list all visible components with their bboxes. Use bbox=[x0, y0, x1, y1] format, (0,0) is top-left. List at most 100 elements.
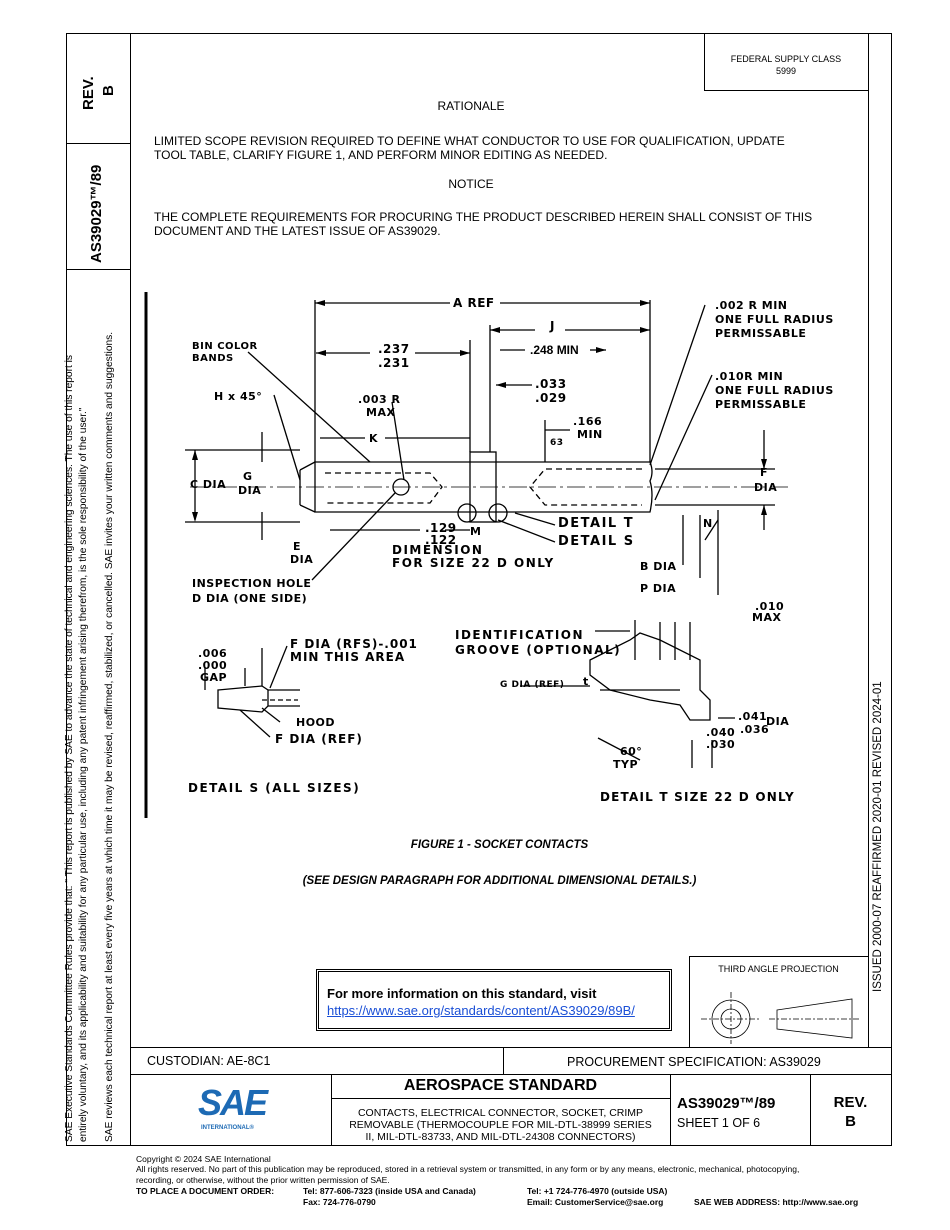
rationale-heading: RATIONALE bbox=[437, 99, 505, 113]
dim-122: .122 bbox=[425, 533, 457, 547]
dim-030: .030 bbox=[706, 738, 736, 751]
notice-line1: THE COMPLETE REQUIREMENTS FOR PROCURING … bbox=[154, 210, 813, 224]
note-003r-2: MAX bbox=[366, 406, 396, 419]
dim-006: .006 bbox=[198, 647, 228, 660]
dim-010-max-label: MAX bbox=[752, 611, 782, 624]
sae-logo-subtitle: INTERNATIONAL® bbox=[201, 1125, 254, 1131]
dim-g: G bbox=[243, 470, 253, 483]
copyright: Copyright © 2024 SAE International bbox=[136, 1154, 271, 1164]
dim-033: .033 bbox=[535, 377, 567, 391]
doc-title-line2: REMOVABLE (THERMOCOUPLE FOR MIL-DTL-3899… bbox=[349, 1119, 652, 1131]
dim-237: .237 bbox=[378, 342, 410, 356]
note-inspection-hole: INSPECTION HOLE bbox=[192, 577, 312, 590]
rationale-line2: TOOL TABLE, CLARIFY FIGURE 1, AND PERFOR… bbox=[154, 148, 608, 162]
label-detail-t-size-22d: DETAIL T SIZE 22 D ONLY bbox=[600, 790, 795, 804]
dim-000: .000 bbox=[198, 659, 228, 672]
dim-f: F bbox=[760, 466, 769, 479]
dim-h45: H x 45° bbox=[214, 390, 263, 403]
note-002r-3: PERMISSABLE bbox=[715, 327, 807, 340]
dim-g-dia: DIA bbox=[238, 484, 262, 497]
note-002r-2: ONE FULL RADIUS bbox=[715, 313, 834, 326]
surface-63: 63 bbox=[550, 438, 564, 448]
dim-j: J bbox=[550, 319, 555, 333]
figure-caption: FIGURE 1 - SOCKET CONTACTS bbox=[410, 839, 589, 851]
dim-231: .231 bbox=[378, 356, 410, 370]
info-box bbox=[316, 969, 672, 1031]
standard-link[interactable]: https://www.sae.org/standards/content/AS… bbox=[327, 1003, 635, 1018]
dim-041: .041 bbox=[738, 710, 768, 723]
note-bin-color-1: BIN COLOR bbox=[192, 341, 258, 352]
federal-supply-class-value: 5999 bbox=[775, 66, 797, 76]
sheet-number: SHEET 1 OF 6 bbox=[677, 1116, 761, 1130]
dim-248-min: .248 MIN bbox=[530, 343, 579, 357]
dim-036: .036 bbox=[740, 723, 770, 736]
dim-c-dia: C DIA bbox=[190, 478, 227, 491]
projection-box bbox=[689, 956, 869, 1048]
standard-type: AEROSPACE STANDARD bbox=[403, 1077, 598, 1094]
dim-p-dia: P DIA bbox=[640, 582, 677, 595]
doc-title-line3: II, MIL-DTL-83733, AND MIL-DTL-24308 CON… bbox=[365, 1131, 636, 1143]
note-002r-1: .002 R MIN bbox=[715, 299, 788, 312]
dim-e: E bbox=[293, 540, 302, 553]
note-f-dia-ref: F DIA (REF) bbox=[275, 732, 363, 746]
note-010r-2: ONE FULL RADIUS bbox=[715, 384, 834, 397]
label-detail-s-all-sizes: DETAIL S (ALL SIZES) bbox=[188, 781, 361, 795]
rev-label: REV. bbox=[833, 1094, 868, 1111]
dim-gap: GAP bbox=[200, 671, 228, 684]
custodian: CUSTODIAN: AE-8C1 bbox=[147, 1054, 271, 1068]
note-f-dia-rfs: F DIA (RFS)-.001 bbox=[290, 637, 418, 651]
info-box-heading: For more information on this standard, v… bbox=[327, 986, 597, 1001]
rationale-line1: LIMITED SCOPE REVISION REQUIRED TO DEFIN… bbox=[154, 134, 785, 148]
fax: Fax: 724-776-0790 bbox=[303, 1197, 376, 1207]
dim-60-deg: 60° bbox=[620, 745, 643, 758]
projection-label: THIRD ANGLE PROJECTION bbox=[718, 964, 839, 974]
notice-line2: DOCUMENT AND THE LATEST ISSUE OF AS39029… bbox=[154, 224, 441, 238]
tel-usa: Tel: 877-606-7323 (inside USA and Canada… bbox=[303, 1186, 476, 1196]
note-bin-color-2: BANDS bbox=[192, 353, 234, 364]
rev-value: B bbox=[845, 1113, 856, 1130]
sae-logo: SAE INTERNATIONAL® bbox=[195, 1082, 275, 1136]
sae-web-address: SAE WEB ADDRESS: http://www.sae.org bbox=[694, 1197, 859, 1207]
socket-contact-drawing bbox=[144, 292, 790, 818]
notice-heading: NOTICE bbox=[448, 177, 494, 191]
procurement-spec: PROCUREMENT SPECIFICATION: AS39029 bbox=[567, 1055, 821, 1069]
dim-t: t bbox=[583, 675, 589, 688]
tel-outside-usa: Tel: +1 724-776-4970 (outside USA) bbox=[527, 1186, 668, 1196]
dim-029: .029 bbox=[535, 391, 567, 405]
dim-n: N bbox=[703, 517, 713, 530]
note-010r-1: .010R MIN bbox=[715, 370, 784, 383]
dim-f-dia: DIA bbox=[754, 481, 778, 494]
customer-email: Email: CustomerService@sae.org bbox=[527, 1197, 664, 1207]
dim-040: .040 bbox=[706, 726, 736, 739]
note-groove-optional: GROOVE (OPTIONAL) bbox=[455, 643, 622, 657]
note-size-22d: FOR SIZE 22 D ONLY bbox=[392, 556, 555, 570]
federal-supply-class-box bbox=[704, 33, 869, 91]
dim-b-dia: B DIA bbox=[640, 560, 677, 573]
dim-a-ref: A REF bbox=[453, 296, 495, 310]
dim-m: M bbox=[470, 525, 482, 538]
rights-line2: recording, or otherwise, without the pri… bbox=[136, 1175, 390, 1185]
dim-k: K bbox=[369, 432, 379, 445]
dim-166: .166 bbox=[573, 415, 603, 428]
dim-166-min: MIN bbox=[577, 428, 603, 441]
dim-129: .129 bbox=[425, 521, 457, 535]
label-detail-s: DETAIL S bbox=[558, 534, 635, 549]
sae-logo-text: SAE bbox=[198, 1082, 268, 1123]
figure-note: (SEE DESIGN PARAGRAPH FOR ADDITIONAL DIM… bbox=[302, 875, 697, 887]
dim-typ: TYP bbox=[613, 758, 639, 771]
dim-g-dia-ref: G DIA (REF) bbox=[500, 680, 565, 690]
note-003r-1: .003 R bbox=[358, 393, 401, 406]
label-detail-t: DETAIL T bbox=[558, 516, 635, 531]
note-d-dia-one-side: D DIA (ONE SIDE) bbox=[192, 592, 308, 605]
dim-041-dia: DIA bbox=[766, 715, 790, 728]
order-label: TO PLACE A DOCUMENT ORDER: bbox=[136, 1186, 275, 1196]
dim-010-max: .010 bbox=[755, 600, 785, 613]
note-identification: IDENTIFICATION bbox=[455, 628, 585, 642]
note-dimension: DIMENSION bbox=[392, 543, 484, 557]
federal-supply-class-label: FEDERAL SUPPLY CLASS bbox=[730, 54, 842, 64]
note-hood: HOOD bbox=[296, 716, 336, 729]
doc-title-line1: CONTACTS, ELECTRICAL CONNECTOR, SOCKET, … bbox=[357, 1107, 644, 1119]
rights-line1: All rights reserved. No part of this pub… bbox=[136, 1164, 800, 1174]
note-min-this-area: MIN THIS AREA bbox=[290, 650, 406, 664]
doc-number: AS39029™/89 bbox=[677, 1095, 776, 1112]
